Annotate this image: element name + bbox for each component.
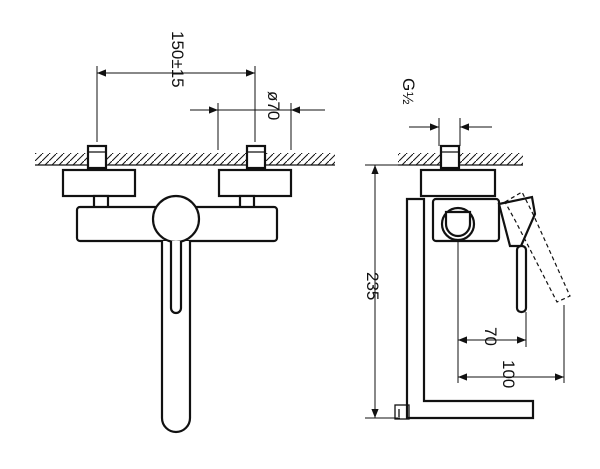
spout-side (405, 197, 535, 420)
spout-front (160, 241, 192, 434)
dimension-center-distance: 150±15 (97, 31, 255, 88)
dimension-thread: G ½ (399, 78, 492, 146)
dimension-height: 235 (363, 164, 408, 419)
center-distance-label: 150±15 (168, 31, 187, 88)
wall-hatch-side (398, 153, 523, 166)
dimension-spout-projection: 100 (458, 305, 565, 388)
lever-handle-front (151, 194, 201, 315)
mixer-body-side (431, 197, 501, 243)
thread-label: G (399, 78, 418, 91)
front-view: 150±15 ø70 (35, 31, 335, 434)
side-connector (419, 144, 497, 198)
dimension-flange-diameter: ø70 (190, 91, 325, 120)
side-view: G ½ (363, 78, 571, 420)
left-eccentric-connector (61, 144, 137, 212)
dimension-handle-projection: 70 (457, 242, 527, 383)
wall-hatch-front (35, 153, 335, 166)
lever-handle-side (497, 195, 537, 314)
thread-fraction-label: ½ (399, 92, 416, 105)
handle-projection-label: 70 (481, 327, 500, 346)
spout-projection-label: 100 (499, 360, 518, 388)
height-label: 235 (363, 272, 382, 300)
flange-diameter-label: ø70 (264, 91, 283, 120)
handle-open-position (504, 191, 571, 303)
